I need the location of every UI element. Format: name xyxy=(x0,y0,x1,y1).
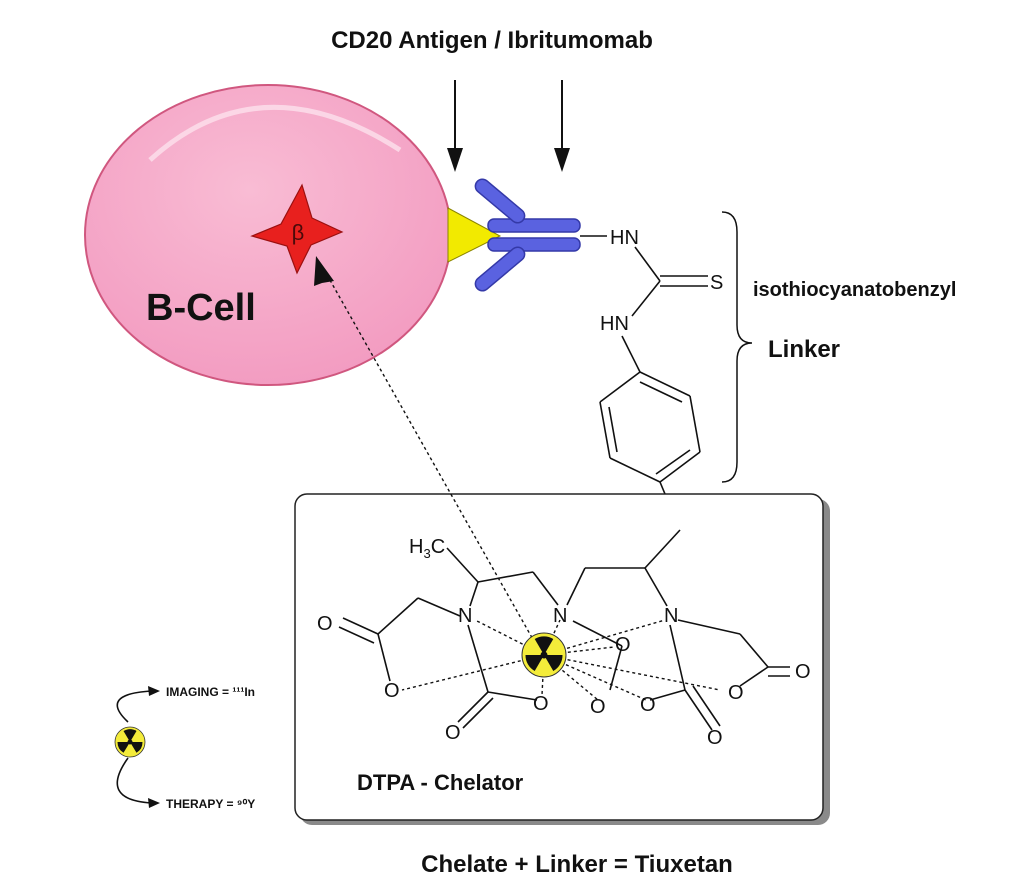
cell-label: B-Cell xyxy=(146,287,256,329)
beta-emission-arrow xyxy=(314,256,334,286)
beta-star-icon xyxy=(250,183,344,275)
sulfur-label: S xyxy=(710,272,723,294)
footer-equation: Chelate + Linker = Tiuxetan xyxy=(421,851,733,878)
svg-text:O: O xyxy=(615,634,631,656)
beta-symbol: β xyxy=(292,220,305,245)
imaging-label: IMAGING = ¹¹¹In xyxy=(166,685,255,699)
linker-bonds xyxy=(580,235,708,531)
svg-text:O: O xyxy=(445,722,461,744)
svg-text:O: O xyxy=(590,696,606,718)
svg-text:N: N xyxy=(458,605,472,627)
svg-text:H3C: H3C xyxy=(409,536,445,561)
svg-text:O: O xyxy=(707,727,723,749)
svg-text:O: O xyxy=(795,661,811,683)
cd20-antigen xyxy=(447,207,502,263)
therapy-label: THERAPY = ⁹⁰Y xyxy=(166,797,255,811)
linker-name: isothiocyanatobenzyl xyxy=(753,279,956,301)
linker-brace xyxy=(721,211,753,483)
svg-text:O: O xyxy=(640,694,656,716)
imaging-arrow xyxy=(116,690,153,723)
therapy-arrow xyxy=(116,757,153,804)
linker-label: Linker xyxy=(768,336,840,363)
svg-text:O: O xyxy=(533,693,549,715)
antibody-icon xyxy=(474,178,581,292)
title: CD20 Antigen / Ibritumomab xyxy=(331,27,653,54)
svg-text:O: O xyxy=(317,613,333,635)
dtpa-atoms: H3C N N N O O O O O O O O O O xyxy=(317,536,811,749)
hn-top-label: HN xyxy=(610,227,639,249)
radiation-icon xyxy=(521,632,567,678)
title-arrows xyxy=(447,80,570,172)
cell-highlight xyxy=(148,105,402,162)
svg-text:N: N xyxy=(664,605,678,627)
dtpa-bonds xyxy=(338,529,790,731)
hn-bottom-label: HN xyxy=(600,313,629,335)
svg-text:O: O xyxy=(728,682,744,704)
svg-text:N: N xyxy=(553,605,567,627)
svg-text:O: O xyxy=(384,680,400,702)
radiation-small-icon xyxy=(114,726,146,758)
chelator-label: DTPA - Chelator xyxy=(357,770,524,795)
